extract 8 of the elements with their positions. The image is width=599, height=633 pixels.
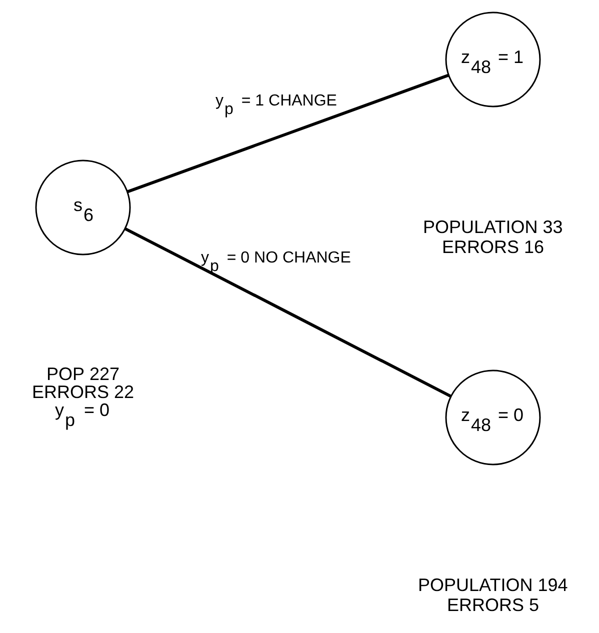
connector <box>126 74 449 194</box>
node-label: ERRORS 5 <box>446 594 539 615</box>
node-label: ERRORS 16 <box>442 236 544 257</box>
node-label: POPULATION 194 <box>418 574 568 595</box>
node-label: POP 227 <box>46 364 120 384</box>
node-label: POPULATION 33 <box>422 216 562 237</box>
node-label: ERRORS 22 <box>32 382 134 402</box>
connector <box>124 227 452 398</box>
